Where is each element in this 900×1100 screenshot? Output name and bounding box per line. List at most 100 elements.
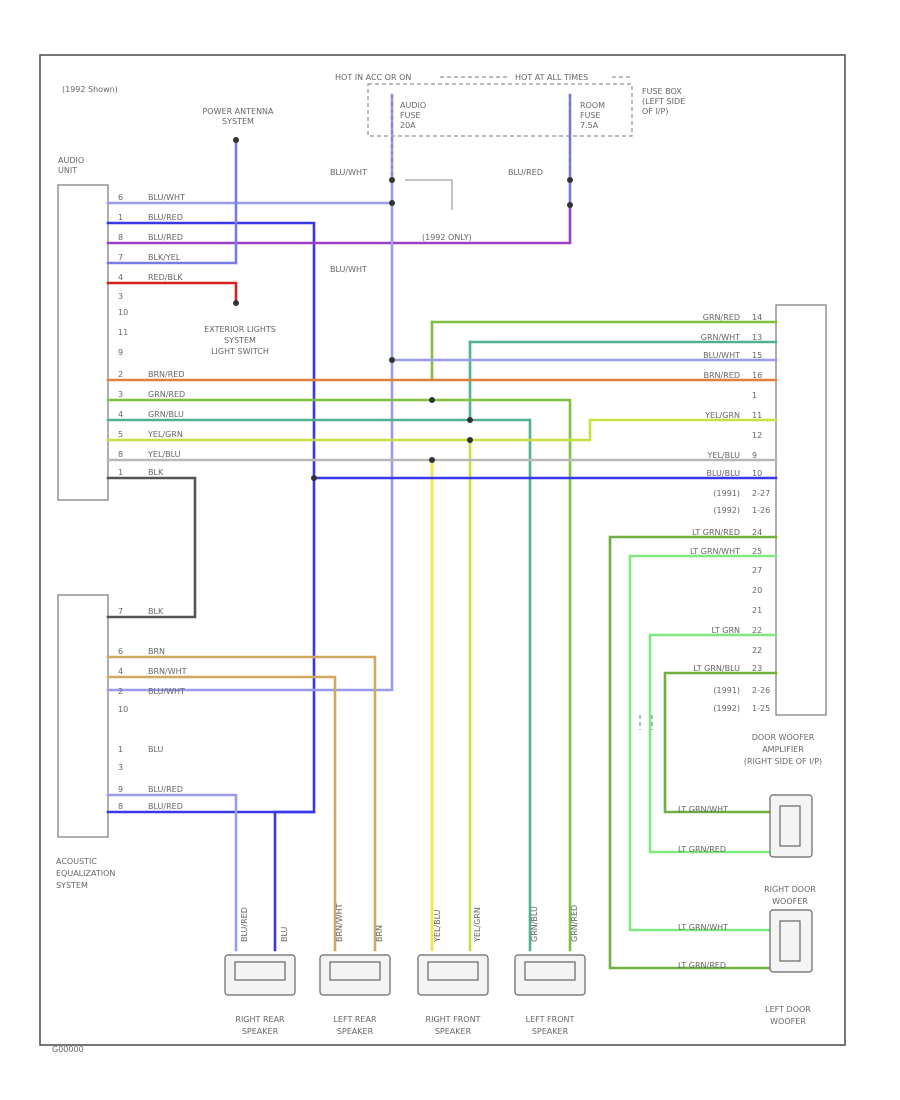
amp-pin-number: 9 <box>752 451 757 460</box>
amp-pin-number: 16 <box>752 371 762 380</box>
audio-wire-label: BLU/RED <box>148 213 183 222</box>
acoustic-box <box>57 594 109 838</box>
acoustic-pin-number: 1 <box>118 745 123 754</box>
amp-pin-number: 22 <box>752 626 762 635</box>
audio-pin-number: 3 <box>118 292 123 301</box>
audio-pin-number: 7 <box>118 253 123 262</box>
speaker-label: SPEAKER <box>435 1027 472 1036</box>
svg-text:FUSE BOX: FUSE BOX <box>642 87 682 96</box>
svg-text:20A: 20A <box>400 121 416 130</box>
woofer-wire-label: LT GRN/WHT <box>678 923 728 932</box>
right-woofer-label: RIGHT DOOR WOOFER <box>764 885 816 906</box>
splice-dot <box>429 397 435 403</box>
amp-pin-number: 1-25 <box>752 704 770 713</box>
svg-text:AMPLIFIER: AMPLIFIER <box>762 745 804 754</box>
splice-dot <box>467 417 473 423</box>
splice-dot <box>567 177 573 183</box>
amp-wire-label: LT GRN <box>711 626 740 635</box>
audio-pin-number: 8 <box>118 450 123 459</box>
amp-pin-number: 1 <box>752 391 757 400</box>
fuse-box <box>367 83 633 137</box>
note-1992-label: (1992 ONLY) <box>422 233 472 242</box>
svg-text:POWER ANTENNA: POWER ANTENNA <box>202 107 274 116</box>
audio-wire-label: BLK <box>148 468 164 477</box>
audio-unit-box <box>57 184 109 501</box>
audio-wire-label: BLU/WHT <box>148 193 185 202</box>
wire-blu-red-rr <box>106 793 238 952</box>
acoustic-pin-number: 3 <box>118 763 123 772</box>
speaker-label: LEFT REAR <box>333 1015 376 1024</box>
speaker-label: SPEAKER <box>242 1027 279 1036</box>
audio-wire-label: BLK/YEL <box>148 253 181 262</box>
audio-wire-label: YEL/GRN <box>147 430 183 439</box>
amp-wire-label: BLU/WHT <box>703 351 740 360</box>
svg-text:(RIGHT SIDE OF I/P): (RIGHT SIDE OF I/P) <box>744 757 822 766</box>
splice-dot <box>311 475 317 481</box>
amp-pin-number: 1-26 <box>752 506 770 515</box>
speaker-label: RIGHT REAR <box>235 1015 285 1024</box>
amp-wire-label: (1992) <box>713 704 740 713</box>
splice-dot <box>567 202 573 208</box>
audio-pin-number: 1 <box>118 468 123 477</box>
svg-text:UNIT: UNIT <box>58 166 77 175</box>
blu-red-label-top: BLU/RED <box>508 168 543 177</box>
wire-blk-acoustic <box>106 476 197 619</box>
speaker-label: SPEAKER <box>532 1027 569 1036</box>
splice-dot <box>389 357 395 363</box>
acoustic-wire-label: BRN/WHT <box>148 667 187 676</box>
acoustic-wire-label: BLU/WHT <box>148 687 185 696</box>
amp-wire-label: (1991) <box>713 489 740 498</box>
amp-pin-number: 10 <box>752 469 762 478</box>
speaker-label: LEFT FRONT <box>526 1015 575 1024</box>
audio-wire-label: RED/BLK <box>148 273 183 282</box>
amp-pin-number: 15 <box>752 351 762 360</box>
right-door-woofer <box>769 794 813 858</box>
audio-wire-label: GRN/BLU <box>148 410 184 419</box>
amp-pin-number: 22 <box>752 646 762 655</box>
amp-pin-number: 23 <box>752 664 762 673</box>
audio-pin-number: 10 <box>118 308 128 317</box>
svg-text:SYSTEM: SYSTEM <box>224 336 256 345</box>
splice-dot <box>233 300 239 306</box>
svg-text:SYSTEM: SYSTEM <box>222 117 254 126</box>
acoustic-pin-number: 8 <box>118 802 123 811</box>
door-amp-label: DOOR WOOFER AMPLIFIER (RIGHT SIDE OF I/P… <box>744 733 822 766</box>
audio-pin-number: 8 <box>118 233 123 242</box>
acoustic-wire-label: BRN <box>148 647 165 656</box>
amp-wire-label: LT GRN/RED <box>692 528 740 537</box>
left-woofer-label: LEFT DOOR WOOFER <box>765 1005 811 1026</box>
audio-pin-number: 5 <box>118 430 123 439</box>
amp-pin-number: 20 <box>752 586 762 595</box>
speaker-cone <box>524 961 576 981</box>
wire-grn-red-lf <box>106 398 572 952</box>
wires <box>106 93 778 970</box>
wire-blu-rr <box>273 810 316 952</box>
acoustic-pin-number: 9 <box>118 785 123 794</box>
svg-text:EXTERIOR LIGHTS: EXTERIOR LIGHTS <box>204 325 276 334</box>
woofer-wire-label: LT GRN/RED <box>678 961 726 970</box>
audio-wire-label: BRN/RED <box>148 370 185 379</box>
amp-wire-label: BRN/RED <box>704 371 741 380</box>
amp-wire-label: GRN/WHT <box>701 333 740 342</box>
wire-grn-blu-lf <box>106 418 532 952</box>
fuse-box-label: FUSE BOX (LEFT SIDE OF I/P) <box>642 87 685 116</box>
amp-wire-label: GRN/RED <box>703 313 740 322</box>
svg-text:WOOFER: WOOFER <box>770 1017 806 1026</box>
audio-pin-number: 4 <box>118 410 123 419</box>
acoustic-pin-number: 10 <box>118 705 128 714</box>
amp-pin-number: 27 <box>752 566 762 575</box>
power-antenna-label: POWER ANTENNA SYSTEM <box>202 107 274 126</box>
speaker-wire-label: YEL/BLU <box>433 909 442 943</box>
svg-text:SYSTEM: SYSTEM <box>56 881 88 890</box>
audio-unit-label: AUDIO UNIT <box>58 156 84 175</box>
splice-dot <box>389 200 395 206</box>
audio-fuse-label: AUDIO FUSE 20A <box>400 101 426 130</box>
acoustic-label: ACOUSTIC EQUALIZATION SYSTEM <box>56 857 115 890</box>
svg-text:(LEFT SIDE: (LEFT SIDE <box>642 97 685 106</box>
amp-wire-label: YEL/GRN <box>704 411 740 420</box>
wire-lt-grn-red-lw <box>608 535 778 970</box>
audio-wire-label: BLU/RED <box>148 233 183 242</box>
audio-pin-number: 11 <box>118 328 128 337</box>
